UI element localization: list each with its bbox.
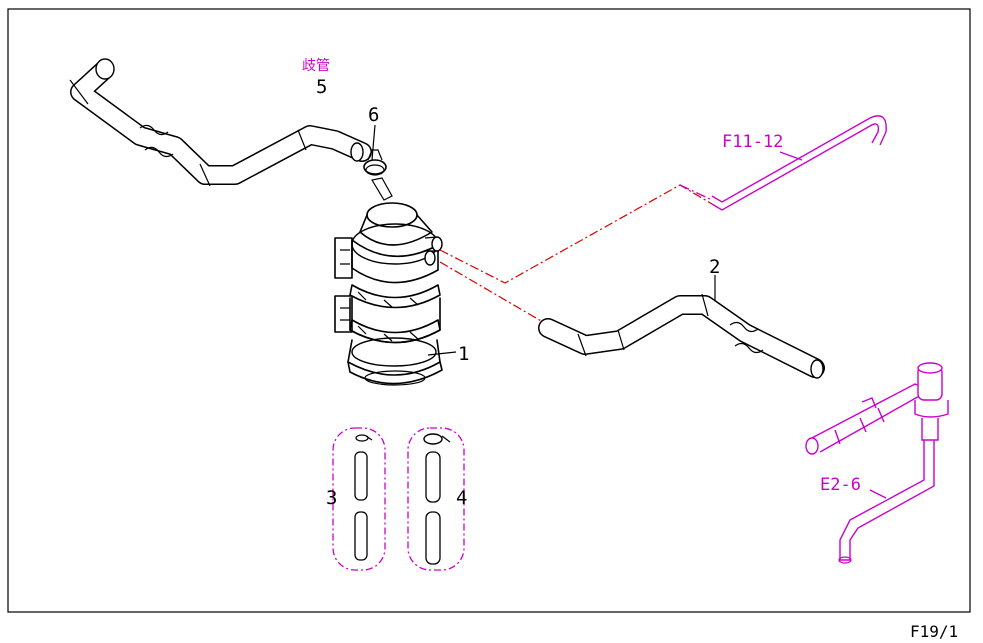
- part-number-6: 6: [368, 104, 379, 126]
- part-number-2: 2: [709, 256, 720, 278]
- leader-e2-6: [869, 489, 887, 499]
- leader-6: [371, 124, 376, 161]
- reference-pipe-f11-12: [679, 115, 887, 211]
- vacuum-line-lower: [439, 261, 549, 326]
- hose-kit-4[interactable]: [407, 427, 465, 571]
- leader-1: [427, 351, 457, 356]
- hose-5[interactable]: [69, 58, 372, 187]
- reference-label-f11-12: F11-12: [722, 132, 783, 152]
- charcoal-canister-1[interactable]: [334, 177, 443, 386]
- sheet-code: F19/1: [910, 622, 958, 641]
- vacuum-line-upper: [439, 184, 713, 284]
- reference-label-e2-6: E2-6: [820, 475, 861, 495]
- part-number-5: 5: [316, 76, 327, 98]
- drawing-frame: [7, 8, 971, 613]
- manifold-note: 歧管: [302, 58, 330, 74]
- part-number-4: 4: [456, 487, 467, 509]
- leader-f11-12: [779, 151, 803, 161]
- clamp-6[interactable]: [363, 149, 387, 176]
- reference-assembly-e2-6: [805, 362, 949, 564]
- hose-2[interactable]: [538, 293, 825, 379]
- part-number-1: 1: [458, 343, 469, 365]
- hose-kit-3[interactable]: [332, 427, 386, 571]
- part-number-3: 3: [326, 487, 337, 509]
